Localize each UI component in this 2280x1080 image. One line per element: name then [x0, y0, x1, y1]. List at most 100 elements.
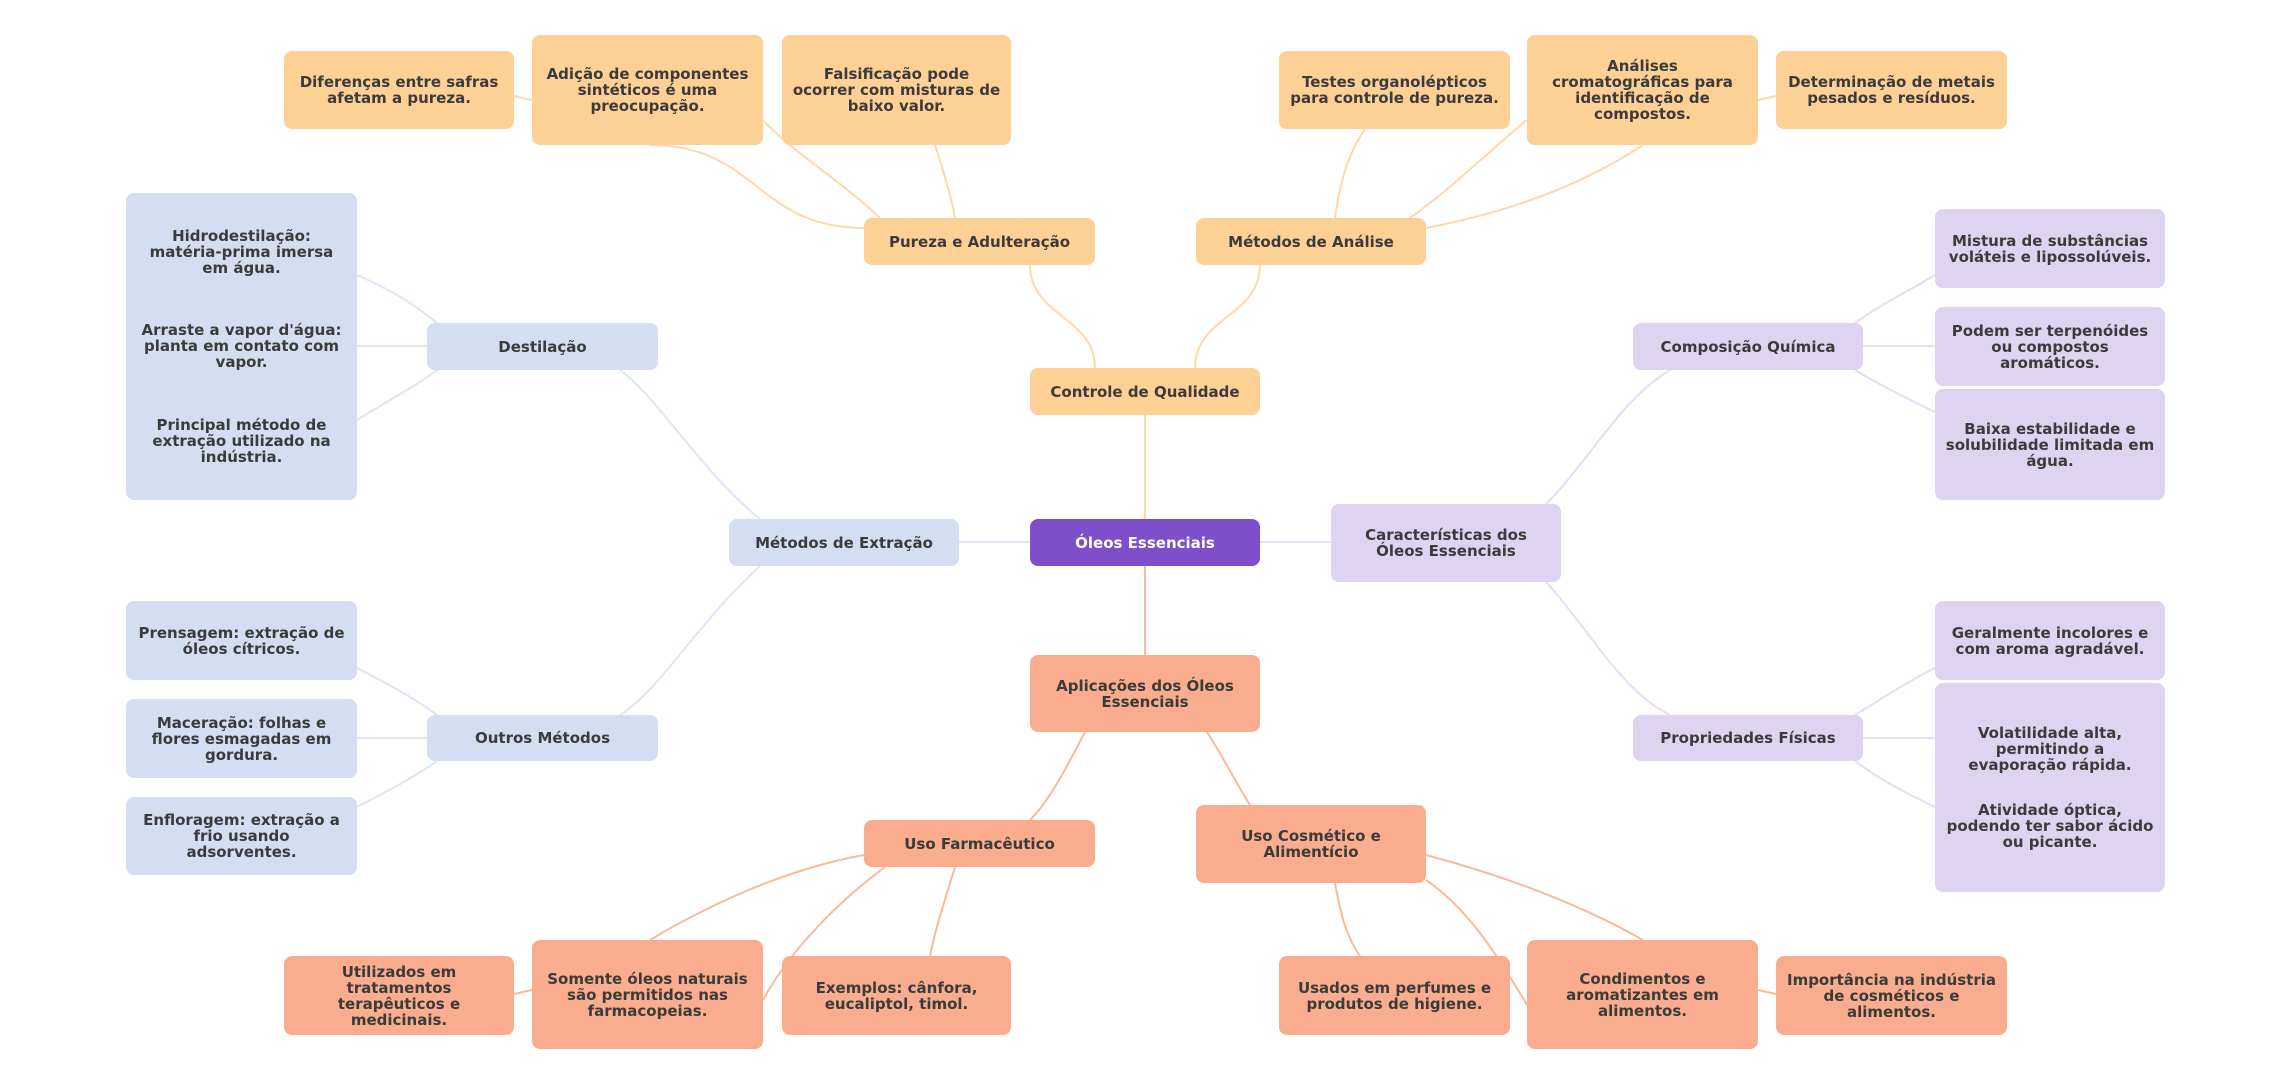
- edge-physical-leaf: [1854, 760, 1936, 808]
- leaf-text: Determinação de metais pesados e resíduo…: [1788, 73, 1995, 107]
- edge-extraction-others: [619, 565, 761, 716]
- edge-pharma-leaf: [649, 854, 865, 941]
- edge-char-physical: [1545, 581, 1671, 716]
- physical-leaves-group: Volatilidade alta, permitindo a evaporaç…: [1935, 683, 2165, 892]
- physical-label: Propriedades Físicas: [1660, 729, 1836, 747]
- edge-purity-leaf: [649, 144, 865, 229]
- distillation-leaf-text[interactable]: Arraste a vapor d'água: planta em contat…: [141, 321, 342, 372]
- leaf-text: Adição de componentes sintéticos é uma p…: [546, 65, 749, 115]
- leaf-text: Testes organolépticos para controle de p…: [1290, 73, 1499, 107]
- purity-leaf-node[interactable]: Adição de componentes sintéticos é uma p…: [532, 35, 763, 145]
- leaf-text: Somente óleos naturais são permitidos na…: [547, 969, 748, 1020]
- cosmetic-leaf-node[interactable]: Importância na indústria de cosméticos e…: [1776, 956, 2007, 1035]
- quality-control-label: Controle de Qualidade: [1050, 382, 1240, 401]
- composition-label: Composição Química: [1660, 337, 1836, 356]
- physical-properties-node[interactable]: Propriedades Físicas: [1633, 715, 1863, 761]
- edge-physical-leaf: [1854, 667, 1936, 716]
- edge-composition-leaf: [1854, 274, 1936, 324]
- leaf-text: Exemplos: cânfora, eucaliptol, timol.: [815, 978, 978, 1013]
- pharma-label: Uso Farmacêutico: [904, 834, 1055, 853]
- analysis-leaf-node[interactable]: Análises cromatográficas para identifica…: [1527, 35, 1758, 145]
- edge-analysis-leaf: [1425, 144, 1644, 229]
- leaf-text: Enfloragem: extração a frio usando adsor…: [143, 811, 340, 861]
- pharma-leaf-node[interactable]: Somente óleos naturais são permitidos na…: [532, 940, 763, 1049]
- applications-label: Aplicações dos Óleos Essenciais: [1056, 676, 1234, 711]
- purity-leaf-node[interactable]: Diferenças entre safras afetam a pureza.: [284, 51, 514, 129]
- analysis-leaf-node[interactable]: Testes organolépticos para controle de p…: [1279, 51, 1510, 129]
- leaf-text: Diferenças entre safras afetam a pureza.: [299, 73, 499, 107]
- edge-pharma-leaf: [929, 866, 956, 957]
- leaf-text: Prensagem: extração de óleos cítricos.: [138, 623, 345, 658]
- other-methods-node[interactable]: Outros Métodos: [427, 715, 658, 761]
- analysis-label: Métodos de Análise: [1228, 232, 1394, 251]
- cosmetic-leaf-node[interactable]: Usados em perfumes e produtos de higiene…: [1279, 956, 1510, 1035]
- pharmaceutical-use-node[interactable]: Uso Farmacêutico: [864, 820, 1095, 867]
- distillation-node[interactable]: Destilação: [427, 323, 658, 370]
- composition-leaf-node[interactable]: Baixa estabilidade e solubilidade limita…: [1935, 389, 2165, 500]
- leaf-text: Mistura de substâncias voláteis e liposs…: [1948, 231, 2152, 266]
- composition-leaf-node[interactable]: Podem ser terpenóides ou compostos aromá…: [1935, 307, 2165, 386]
- characteristics-node[interactable]: Características dos Óleos Essenciais: [1331, 504, 1561, 582]
- leaf-text: Condimentos e aromatizantes em alimentos…: [1566, 969, 1719, 1020]
- edge-cosmetic-leaf: [1425, 879, 1528, 1006]
- edge-distillation-leaf: [356, 274, 438, 324]
- distillation-label: Destilação: [498, 337, 587, 356]
- physical-leaf-text[interactable]: Volatilidade alta, permitindo a evaporaç…: [1968, 724, 2132, 775]
- edge-app-pharma: [1029, 731, 1086, 821]
- edge-composition-leaf: [1854, 369, 1936, 413]
- pharma-leaf-node[interactable]: Utilizados em tratamentos terapêuticos e…: [284, 956, 514, 1035]
- leaf-text: Falsificação pode ocorrer com misturas d…: [792, 65, 1001, 115]
- pharma-leaf-node[interactable]: Exemplos: cânfora, eucaliptol, timol.: [782, 956, 1011, 1035]
- purity-leaf-node[interactable]: Falsificação pode ocorrer com misturas d…: [782, 35, 1011, 145]
- cosmetic-label: Uso Cosmético e Alimentício: [1241, 827, 1381, 861]
- edge-quality-purity: [1029, 264, 1096, 369]
- edge-quality-analysis: [1194, 264, 1261, 369]
- edge-purity-leaf: [762, 119, 881, 219]
- edge-others-leaf: [356, 667, 438, 716]
- other-methods-label: Outros Métodos: [475, 729, 610, 747]
- applications-node[interactable]: Aplicações dos Óleos Essenciais: [1030, 655, 1260, 732]
- leaf-text: Podem ser terpenóides ou compostos aromá…: [1951, 321, 2149, 372]
- distillation-leaves-group: Hidrodestilação: matéria-prima imersa em…: [126, 193, 357, 500]
- edge-app-cosmetic: [1206, 731, 1251, 806]
- analysis-methods-node[interactable]: Métodos de Análise: [1196, 218, 1426, 265]
- edge-extraction-distillation: [619, 369, 761, 520]
- leaf-text: Usados em perfumes e produtos de higiene…: [1297, 978, 1492, 1013]
- root-node[interactable]: Óleos Essenciais: [1030, 519, 1260, 566]
- leaf-text: Análises cromatográficas para identifica…: [1552, 57, 1733, 123]
- other-methods-leaf-node[interactable]: Maceração: folhas e flores esmagadas em …: [126, 699, 357, 778]
- edge-cosmetic-leaf: [1425, 854, 1644, 941]
- edge-purity-leaf: [513, 95, 533, 101]
- extraction-label: Métodos de Extração: [755, 533, 933, 552]
- analysis-leaf-node[interactable]: Determinação de metais pesados e resíduo…: [1776, 51, 2007, 129]
- edge-analysis-leaf: [1757, 95, 1777, 101]
- edge-distillation-leaf: [356, 369, 438, 421]
- edge-analysis-leaf: [1334, 128, 1366, 219]
- cosmetic-food-use-node[interactable]: Uso Cosmético e Alimentício: [1196, 805, 1426, 883]
- leaf-text: Maceração: folhas e flores esmagadas em …: [151, 713, 332, 764]
- edge-pharma-leaf: [513, 989, 533, 995]
- edge-others-leaf: [356, 760, 438, 808]
- characteristics-label: Características dos Óleos Essenciais: [1365, 526, 1527, 560]
- other-methods-leaf-node[interactable]: Enfloragem: extração a frio usando adsor…: [126, 797, 357, 875]
- composition-leaf-node[interactable]: Mistura de substâncias voláteis e liposs…: [1935, 209, 2165, 288]
- edge-char-composition: [1545, 369, 1671, 505]
- distillation-leaf-text[interactable]: Hidrodestilação: matéria-prima imersa em…: [149, 227, 334, 278]
- edge-cosmetic-leaf: [1334, 882, 1361, 957]
- leaf-text: Geralmente incolores e com aroma agradáv…: [1951, 623, 2149, 658]
- chemical-composition-node[interactable]: Composição Química: [1633, 323, 1863, 370]
- extraction-methods-node[interactable]: Métodos de Extração: [729, 519, 959, 566]
- cosmetic-leaf-node[interactable]: Condimentos e aromatizantes em alimentos…: [1527, 940, 1758, 1049]
- distillation-leaf-text[interactable]: Principal método de extração utilizado n…: [152, 415, 331, 466]
- edge-analysis-leaf: [1409, 119, 1528, 219]
- purity-label: Pureza e Adulteração: [888, 232, 1071, 251]
- physical-leaf-node[interactable]: Geralmente incolores e com aroma agradáv…: [1935, 601, 2165, 680]
- leaf-text: Baixa estabilidade e solubilidade limita…: [1945, 419, 2155, 470]
- edge-pharma-leaf: [762, 866, 886, 1001]
- physical-leaf-text[interactable]: Atividade óptica, podendo ter sabor ácid…: [1946, 800, 2154, 851]
- purity-adulteration-node[interactable]: Pureza e Adulteração: [864, 218, 1095, 265]
- leaf-text: Utilizados em tratamentos terapêuticos e…: [337, 962, 461, 1029]
- other-methods-leaf-node[interactable]: Prensagem: extração de óleos cítricos.: [126, 601, 357, 680]
- quality-control-node[interactable]: Controle de Qualidade: [1030, 368, 1260, 415]
